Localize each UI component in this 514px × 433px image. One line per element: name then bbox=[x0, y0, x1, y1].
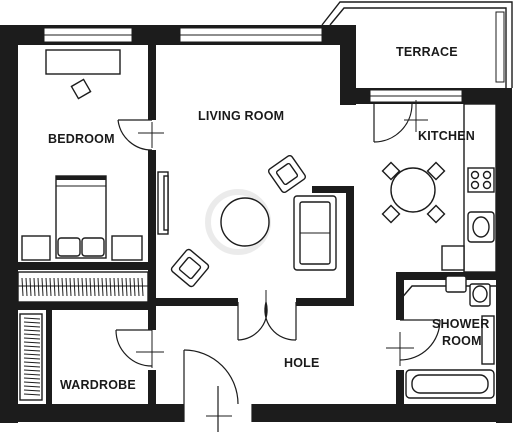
hanger-mark bbox=[73, 277, 76, 297]
living-furniture bbox=[157, 154, 337, 288]
doors bbox=[115, 100, 441, 432]
wardrobe-rails bbox=[18, 277, 148, 401]
hanger-mark bbox=[57, 277, 60, 297]
hanger-mark bbox=[49, 277, 52, 297]
hanger-mark bbox=[97, 277, 100, 297]
hanger-mark bbox=[77, 277, 80, 297]
room-label-terrace: TERRACE bbox=[396, 45, 458, 59]
room-label-bedroom: BEDROOM bbox=[48, 132, 115, 146]
coffee-table bbox=[220, 197, 270, 247]
hanger-mark bbox=[33, 277, 36, 297]
hanger-mark bbox=[41, 277, 44, 297]
hanger-mark bbox=[23, 333, 41, 336]
hanger-mark bbox=[137, 277, 140, 297]
hanger-mark bbox=[65, 277, 68, 297]
room-label-wardrobe: WARDROBE bbox=[60, 378, 136, 392]
dining-table bbox=[390, 167, 436, 213]
shower-furniture bbox=[399, 275, 496, 399]
hanger-mark bbox=[23, 325, 41, 328]
hanger-mark bbox=[69, 277, 72, 297]
hanger-mark bbox=[23, 369, 41, 372]
hanger-mark bbox=[61, 277, 64, 297]
hanger-mark bbox=[53, 277, 56, 297]
shower-window bbox=[481, 315, 495, 365]
hanger-mark bbox=[141, 277, 144, 297]
hanger-mark bbox=[23, 365, 41, 368]
hanger-mark bbox=[23, 345, 41, 348]
hanger-mark bbox=[125, 277, 128, 297]
hanger-mark bbox=[23, 381, 41, 384]
hanger-mark bbox=[89, 277, 92, 297]
hanger-mark bbox=[29, 277, 32, 297]
room-label-shower-line1: SHOWER bbox=[432, 317, 489, 331]
outer-walls bbox=[0, 25, 512, 423]
stove bbox=[467, 167, 495, 193]
room-label-kitchen: KITCHEN bbox=[418, 129, 475, 143]
hanger-mark bbox=[105, 277, 108, 297]
hanger-mark bbox=[23, 317, 41, 320]
room-label-hole: HOLE bbox=[284, 356, 320, 370]
hanger-mark bbox=[23, 353, 41, 356]
hanger-mark bbox=[23, 361, 41, 364]
hanger-mark bbox=[23, 321, 41, 324]
desk bbox=[45, 49, 121, 75]
kitchen-furniture bbox=[381, 161, 495, 271]
hanger-mark bbox=[23, 337, 41, 340]
room-label-living-room: LIVING ROOM bbox=[198, 109, 284, 123]
hanger-mark bbox=[23, 373, 41, 376]
hanger-mark bbox=[117, 277, 120, 297]
hanger-mark bbox=[25, 277, 28, 297]
chair bbox=[70, 78, 92, 100]
room-label-shower-line2: ROOM bbox=[442, 334, 482, 348]
hanger-mark bbox=[23, 341, 41, 344]
hanger-mark bbox=[85, 277, 88, 297]
hanger-mark bbox=[101, 277, 104, 297]
terrace bbox=[321, 1, 513, 88]
hanger-mark bbox=[37, 277, 40, 297]
hanger-mark bbox=[133, 277, 136, 297]
hanger-mark bbox=[81, 277, 84, 297]
hanger-mark bbox=[45, 277, 48, 297]
hanger-mark bbox=[23, 393, 41, 396]
hanger-mark bbox=[23, 329, 41, 332]
bedroom-furniture bbox=[21, 49, 143, 261]
sink bbox=[467, 211, 495, 243]
hanger-mark bbox=[109, 277, 112, 297]
hanger-mark bbox=[121, 277, 124, 297]
hanger-mark bbox=[21, 277, 24, 297]
hanger-mark bbox=[23, 377, 41, 380]
hanger-mark bbox=[23, 357, 41, 360]
hanger-mark bbox=[93, 277, 96, 297]
hanger-mark bbox=[23, 349, 41, 352]
hanger-mark bbox=[23, 389, 41, 392]
hanger-mark bbox=[23, 385, 41, 388]
hanger-mark bbox=[113, 277, 116, 297]
hanger-mark bbox=[129, 277, 132, 297]
